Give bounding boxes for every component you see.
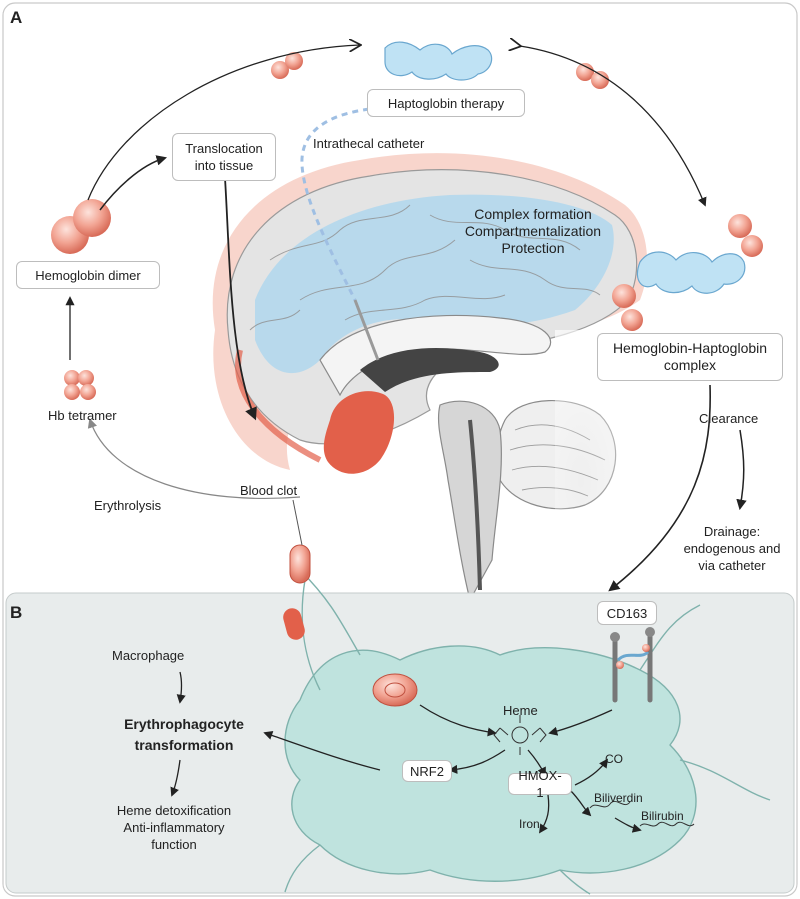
erythrophagocyte-line2: transformation [134,737,234,753]
biliverdin-label: Biliverdin [594,791,643,805]
arrow-dimer-to-translocation [99,155,168,211]
complex-formation-label: Complex formation [474,206,592,222]
blood-clot [323,391,395,474]
clot-leader-line [292,499,303,546]
hb-tetramer-icon [64,370,96,400]
translocation-line2: into tissue [194,158,254,173]
panel-label-a: A [10,8,23,27]
protection-label: Protection [501,240,565,256]
pathway-arrows [170,671,642,834]
complex-formation-text: Complex formation Compartmentalization P… [438,206,628,257]
heme-detox-label: Heme detoxification [116,803,232,818]
co-label: CO [605,752,623,766]
arrow-clearance [736,429,747,511]
heme-label: Heme [503,703,538,718]
dimer-small-right-icon [576,63,609,89]
brainstem [437,400,502,602]
haptoglobin-distribution [255,194,614,374]
arrow-dimer-to-haptoglobin [87,45,360,201]
intrathecal-catheter-tip [353,299,380,361]
nrf2-box: NRF2 [402,760,452,782]
arrow-complex-to-cd163 [608,384,711,592]
haptoglobin-molecule-icon [384,41,493,81]
drainage-line2: endogenous and [683,541,781,556]
anti-inflammatory-line2: function [151,837,197,852]
gyri [249,204,601,331]
arrow-erythrolysis [87,418,301,500]
biliverdin-molecule-icon [589,800,631,809]
translocation-box: Translocation into tissue [172,133,276,181]
macrophage-label: Macrophage [112,648,185,663]
drainage-line1: Drainage: [703,524,761,539]
dimer-small-icon [271,52,303,79]
panel-label-b: B [10,603,23,622]
hb-tetramer-label: Hb tetramer [48,408,117,423]
fourth-ventricle [468,419,482,591]
cd163-box: CD163 [597,601,657,625]
engulfed-red-blood-cell-icon [372,673,418,707]
hb-hp-complex-box: Hemoglobin-Haptoglobin complex [597,333,783,381]
hemoglobin-haptoglobin-complex-icon [612,214,763,331]
hmox1-box: HMOX-1 [508,768,572,800]
iron-label: Iron [519,817,540,831]
anti-inflammatory-line1: Anti-inflammatory [123,820,225,835]
haptoglobin-therapy-box: Haptoglobin therapy [367,89,525,117]
bilirubin-molecule-icon [639,821,695,827]
arrow-haptoglobin-to-complex [520,46,705,205]
arrow-translocation-into-tissue [224,177,257,421]
ventricle [360,347,499,392]
erythrophagocyte-text: Erythrophagocyte transformation [104,714,264,756]
erythrophagocyte-line1: Erythrophagocyte [124,716,244,732]
compartmentalization-label: Compartmentalization [464,223,602,239]
macrophage-cell [284,645,697,882]
hemoglobin-dimer-box: Hemoglobin dimer [16,261,160,289]
bilirubin-label: Bilirubin [641,809,684,823]
outcome-text: Heme detoxification Anti-inflammatory fu… [84,802,264,853]
translocation-line1: Translocation [185,141,263,156]
drainage-text: Drainage: endogenous and via catheter [668,523,796,574]
falling-red-blood-cells-icon [283,544,311,640]
erythrolysis-label: Erythrolysis [94,498,162,513]
clearance-label: Clearance [699,411,759,426]
intrathecal-catheter-label: Intrathecal catheter [313,136,425,151]
cd163-receptor-icon [610,627,655,703]
blood-clot-label: Blood clot [240,483,298,498]
hb-hp-complex-line1: Hemoglobin-Haptoglobin [612,340,768,356]
hb-hp-complex-line2: complex [663,357,717,373]
drainage-line3: via catheter [698,558,766,573]
